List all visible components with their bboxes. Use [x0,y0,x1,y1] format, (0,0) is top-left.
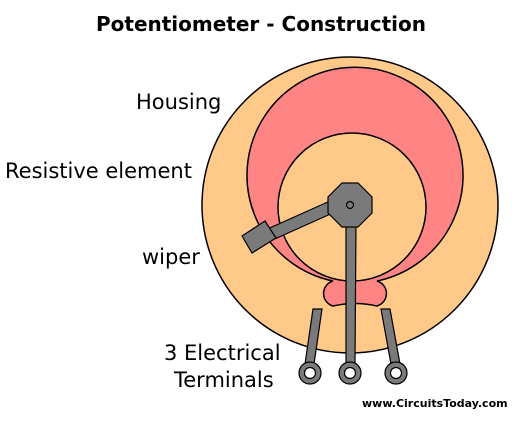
hub-pivot [345,200,355,210]
wiper-contact [241,220,277,254]
terminal-center [338,361,362,385]
terminals-label-line2: Terminals [174,368,274,392]
diagram-title: Potentiometer - Construction [95,12,426,36]
resistive-element-label: Resistive element [5,159,192,183]
terminal-left [298,361,322,385]
terminal-right [384,361,408,385]
wiper-label: wiper [142,245,200,269]
housing-label: Housing [136,90,222,114]
terminals-label-line1: 3 Electrical [164,341,281,365]
terminal-center-leg [345,221,357,365]
credit-text: www.CircuitsToday.com [362,397,508,410]
